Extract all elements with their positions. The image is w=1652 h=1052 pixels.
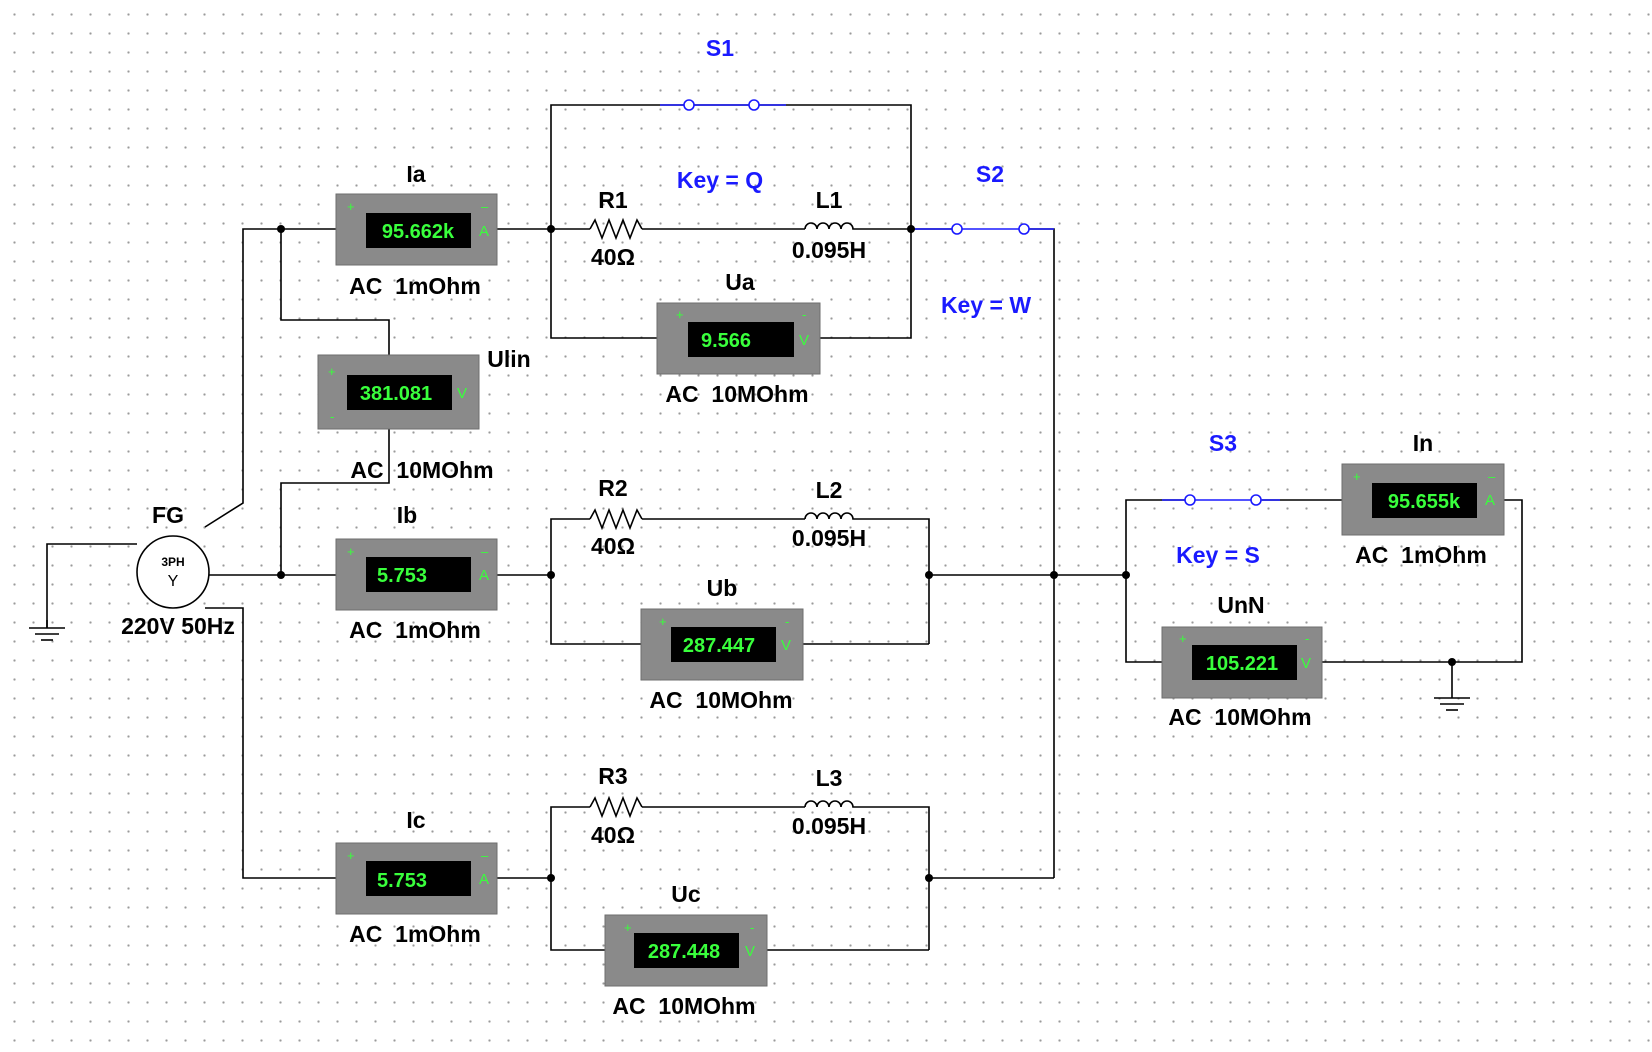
r1-value: 40Ω (591, 244, 635, 270)
in-value: 95.655k (1388, 491, 1461, 513)
svg-text:+: + (1353, 469, 1361, 484)
ammeter-ic[interactable]: + – 5.753 A Ic AC 1mOhm (335, 807, 498, 947)
uc-name: Uc (671, 881, 701, 907)
wires (46, 104, 1523, 951)
switch-s2-key: Key = W (941, 292, 1031, 318)
svg-text:–: – (481, 544, 489, 559)
r3-name: R3 (598, 763, 627, 789)
ub-unit: V (781, 637, 791, 654)
r2-name: R2 (598, 475, 627, 501)
svg-text:–: – (481, 199, 489, 214)
l1-name: L1 (816, 187, 843, 213)
ib-value: 5.753 (377, 565, 427, 587)
resistor-r3[interactable]: R3 40Ω (589, 763, 643, 848)
ua-mode: AC 10MOhm (665, 381, 808, 407)
svg-text:-: - (1305, 631, 1309, 646)
voltmeter-unn[interactable]: + - 105.221 V UnN AC 10MOhm (1161, 592, 1323, 730)
in-mode: AC 1mOhm (1355, 542, 1487, 568)
ua-value: 9.566 (701, 330, 751, 352)
ib-unit: A (479, 567, 489, 584)
l1-value: 0.095H (792, 237, 866, 263)
l2-value: 0.095H (792, 525, 866, 551)
switch-s2[interactable]: S2 Key = W (941, 161, 1031, 318)
svg-text:-: - (330, 409, 334, 424)
l3-value: 0.095H (792, 813, 866, 839)
ammeter-in[interactable]: + – 95.655k A In AC 1mOhm (1341, 430, 1505, 568)
ua-name: Ua (725, 269, 755, 295)
svg-text:+: + (347, 848, 355, 863)
resistor-r1[interactable]: R1 40Ω (589, 187, 643, 270)
r2-value: 40Ω (591, 533, 635, 559)
inductor-l1[interactable]: L1 0.095H (792, 187, 866, 263)
r1-name: R1 (598, 187, 628, 213)
switch-s2-name: S2 (976, 161, 1004, 187)
svg-text:+: + (624, 920, 632, 935)
unn-name: UnN (1217, 592, 1264, 618)
three-phase-source[interactable]: 3PH Y FG 220V 50Hz (121, 502, 235, 639)
ub-mode: AC 10MOhm (649, 687, 792, 713)
switch-s3[interactable]: S3 Key = S (1176, 430, 1262, 568)
unn-unit: V (1301, 655, 1311, 672)
uc-mode: AC 10MOhm (612, 993, 755, 1019)
ulin-unit: V (457, 385, 467, 402)
ub-name: Ub (707, 575, 738, 601)
svg-text:–: – (481, 848, 489, 863)
switch-s1-name: S1 (706, 35, 734, 61)
in-unit: A (1485, 492, 1495, 509)
svg-text:–: – (1488, 469, 1496, 484)
voltmeter-uc[interactable]: + - 287.448 V Uc AC 10MOhm (604, 881, 768, 1019)
svg-text:+: + (328, 364, 336, 379)
voltmeter-ua[interactable]: + - 9.566 V Ua AC 10MOhm (656, 269, 821, 407)
svg-text:+: + (347, 544, 355, 559)
inductor-l2[interactable]: L2 0.095H (792, 477, 866, 551)
ic-value: 5.753 (377, 870, 427, 892)
svg-text:+: + (1179, 631, 1187, 646)
svg-text:+: + (347, 199, 355, 214)
svg-text:-: - (785, 614, 789, 629)
ia-unit: A (479, 223, 489, 240)
junction-dots (277, 225, 1456, 882)
voltmeter-ub[interactable]: + - 287.447 V Ub AC 10MOhm (640, 575, 804, 713)
ub-value: 287.447 (683, 635, 755, 657)
svg-text:+: + (676, 307, 684, 322)
switch-s3-key: Key = S (1176, 542, 1260, 568)
svg-text:+: + (659, 614, 667, 629)
svg-text:-: - (802, 307, 806, 322)
in-name: In (1413, 430, 1433, 456)
switch-s3-name: S3 (1209, 430, 1237, 456)
switch-s1[interactable]: S1 Key = Q (677, 35, 763, 193)
ic-mode: AC 1mOhm (349, 921, 481, 947)
l2-name: L2 (816, 477, 843, 503)
resistor-r2[interactable]: R2 40Ω (589, 475, 643, 559)
unn-value: 105.221 (1206, 653, 1278, 675)
ammeter-ib[interactable]: + – 5.753 A Ib AC 1mOhm (335, 502, 498, 643)
source-name: FG (152, 502, 184, 528)
ib-mode: AC 1mOhm (349, 617, 481, 643)
uc-unit: V (745, 943, 755, 960)
ulin-mode: AC 10MOhm (350, 457, 493, 483)
source-connection-symbol: Y (168, 573, 179, 590)
ia-name: Ia (406, 161, 425, 187)
ic-unit: A (479, 871, 489, 888)
unn-mode: AC 10MOhm (1168, 704, 1311, 730)
switch-s1-key: Key = Q (677, 167, 763, 193)
source-type-label: 3PH (161, 555, 184, 569)
ib-name: Ib (397, 502, 417, 528)
svg-text:-: - (750, 920, 754, 935)
source-rating: 220V 50Hz (121, 613, 235, 639)
inductor-l3[interactable]: L3 0.095H (792, 765, 866, 839)
uc-value: 287.448 (648, 941, 720, 963)
ground-icon (1433, 689, 1471, 711)
ua-unit: V (799, 332, 809, 349)
ammeter-ia[interactable]: + – 95.662k A Ia AC 1mOhm (335, 161, 498, 299)
l3-name: L3 (816, 765, 843, 791)
ulin-value: 381.081 (360, 383, 432, 405)
ia-value: 95.662k (382, 221, 455, 243)
ulin-name: Ulin (487, 346, 530, 372)
ia-mode: AC 1mOhm (349, 273, 481, 299)
r3-value: 40Ω (591, 822, 635, 848)
ic-name: Ic (406, 807, 425, 833)
voltmeter-ulin[interactable]: + - 381.081 V Ulin AC 10MOhm (317, 346, 531, 483)
